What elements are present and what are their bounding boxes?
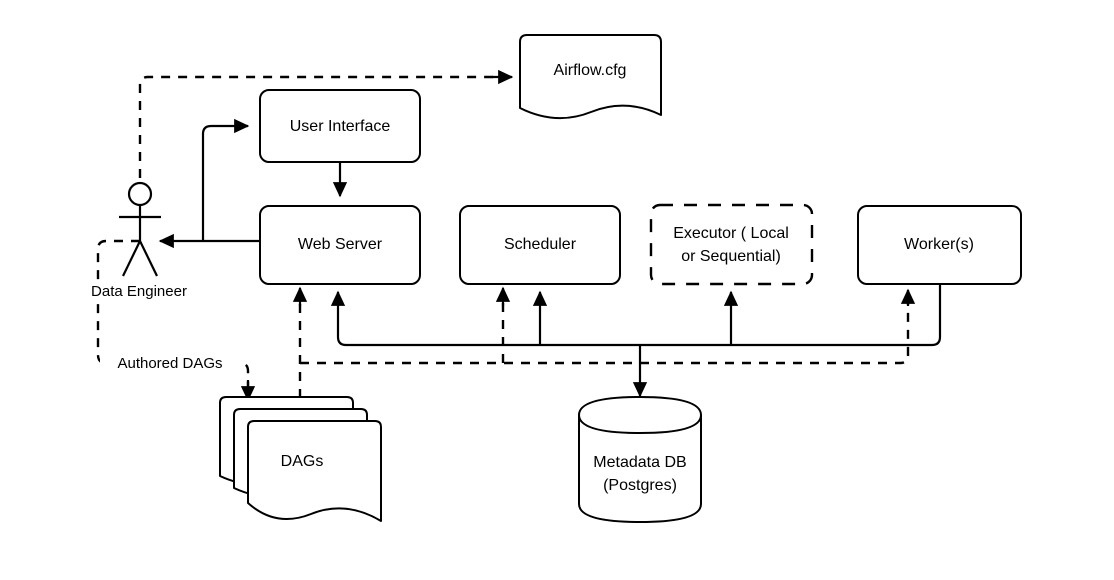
node-airflow-cfg[interactable]: Airflow.cfg [519,34,662,120]
workers-box [857,205,1022,285]
edge-bus-to-webserver [330,290,640,347]
node-dags[interactable]: DAGs [219,396,382,522]
metadata-db-cylinder-body [578,414,702,523]
web-server-box [259,205,421,285]
user-interface-box [259,89,421,163]
executor-label-line1: Executor ( Local [673,225,789,242]
actor-left-leg-icon [122,240,141,277]
metadata-db-cylinder-top [578,396,702,434]
actor-head-icon [127,181,153,207]
dags-label: DAGs [281,453,324,470]
airflow-cfg-document-shape [519,34,662,120]
node-metadata-db[interactable]: Metadata DB (Postgres) [578,396,702,523]
node-scheduler[interactable]: Scheduler [459,205,621,285]
actor-label: Data Engineer [91,283,187,300]
workers-label: Worker(s) [904,236,974,253]
airflow-cfg-label: Airflow.cfg [554,62,627,79]
node-data-engineer-actor[interactable]: Data Engineer [72,181,202,301]
authored-dags-label-backdrop [100,354,240,373]
edge-worker-to-bus [640,284,942,347]
web-server-label: Web Server [298,236,383,253]
metadata-db-label-line1: Metadata DB [593,454,686,471]
actor-right-leg-icon [139,240,158,277]
user-interface-label: User Interface [290,118,391,135]
edge-engineer-to-userinterface [201,118,250,241]
metadata-db-label-line2: (Postgres) [603,477,677,494]
dags-document-front [247,420,382,522]
node-user-interface[interactable]: User Interface [259,89,421,163]
node-executor[interactable]: Executor ( Local or Sequential) [649,203,814,286]
executor-label-line2: or Sequential) [681,248,781,265]
authored-dags-label: Authored DAGs [117,355,222,372]
edge-engineer-to-airflowcfg [138,75,500,195]
node-web-server[interactable]: Web Server [259,205,421,285]
scheduler-box [459,205,621,285]
node-workers[interactable]: Worker(s) [857,205,1022,285]
edge-dashed-bus [300,300,910,365]
executor-box [649,203,814,286]
actor-label-backdrop [72,281,202,301]
scheduler-label: Scheduler [504,236,577,253]
edge-label-authored-dags: Authored DAGs [100,354,240,373]
